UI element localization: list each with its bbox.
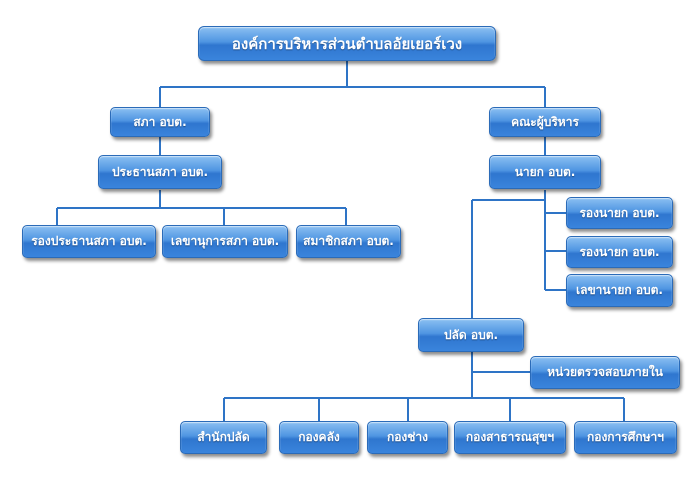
executive-node: คณะผู้บริหาร: [489, 107, 601, 137]
internal-audit-node: หน่วยตรวจสอบภายใน: [530, 356, 680, 389]
mayor-secretary-node: เลขานายก อบต.: [566, 274, 673, 307]
deputy-mayor-1-node: รองนายก อบต.: [566, 197, 673, 229]
council-node: สภา อบต.: [110, 107, 210, 137]
public-health-division-node: กองสาธารณสุขฯ: [454, 421, 566, 454]
org-top-node: องค์การบริหารส่วนตำบลอัยเยอร์เวง: [198, 26, 496, 61]
council-chair-node: ประธานสภา อบต.: [98, 155, 222, 189]
council-member-node: สมาชิกสภา อบต.: [296, 225, 401, 258]
deputy-mayor-2-node: รองนายก อบต.: [566, 236, 673, 268]
office-chief-admin-node: สำนักปลัด: [180, 421, 267, 454]
finance-division-node: กองคลัง: [279, 421, 359, 454]
council-vice-chair-node: รองประธานสภา อบต.: [22, 225, 156, 258]
council-secretary-node: เลขานุการสภา อบต.: [162, 225, 288, 258]
education-division-node: กองการศึกษาฯ: [574, 421, 677, 454]
mayor-node: นายก อบต.: [489, 155, 601, 189]
engineering-division-node: กองช่าง: [367, 421, 448, 454]
chief-administrator-node: ปลัด อบต.: [418, 318, 524, 352]
